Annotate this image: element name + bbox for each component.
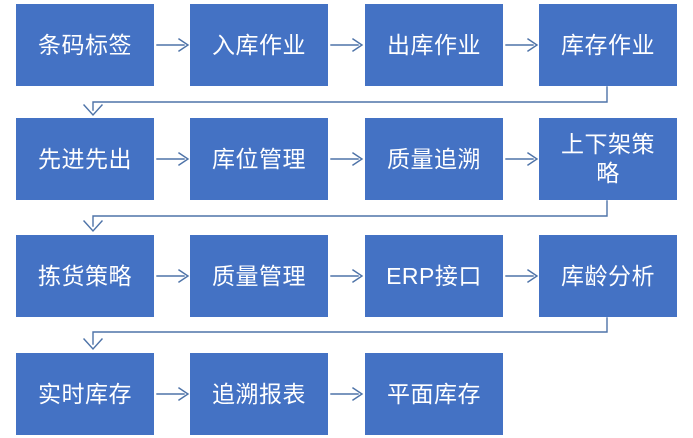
flow-box-putaway-retrieval-strategy: 上下架策 略 — [539, 118, 677, 200]
flow-box-outbound-operations: 出库作业 — [365, 4, 503, 86]
arrow-right-icon — [156, 387, 190, 401]
arrow-down-icon — [83, 104, 103, 117]
flow-box-inventory-aging-analysis: 库龄分析 — [539, 235, 677, 317]
elbow-connector-row1-row2 — [83, 86, 608, 117]
flow-box-realtime-inventory: 实时库存 — [16, 353, 154, 435]
flow-box-label: 先进先出 — [38, 145, 132, 172]
flow-box-picking-strategy: 拣货策略 — [16, 235, 154, 317]
elbow-connector-row2-row3 — [83, 200, 608, 233]
flow-box-traceability-reports: 追溯报表 — [190, 353, 328, 435]
arrow-right-icon — [330, 152, 364, 166]
arrow-right-icon — [505, 38, 539, 52]
flow-box-fifo: 先进先出 — [16, 118, 154, 200]
flow-box-label: 上下架策 略 — [561, 131, 655, 186]
arrow-right-icon — [156, 269, 190, 283]
flow-box-label: 追溯报表 — [212, 380, 306, 407]
flow-box-barcode-label: 条码标签 — [16, 4, 154, 86]
flow-box-erp-interface: ERP接口 — [365, 235, 503, 317]
arrow-right-icon — [330, 269, 364, 283]
flow-box-label: 库存作业 — [561, 31, 655, 58]
flow-box-label: 实时库存 — [38, 380, 132, 407]
flow-box-label: 条码标签 — [38, 31, 132, 58]
arrow-down-icon — [83, 338, 103, 351]
flow-box-label: 库位管理 — [212, 145, 306, 172]
arrow-right-icon — [505, 269, 539, 283]
flow-box-label: 质量追溯 — [387, 145, 481, 172]
arrow-right-icon — [330, 387, 364, 401]
flow-box-label: 平面库存 — [387, 380, 481, 407]
arrow-right-icon — [156, 152, 190, 166]
flow-box-inventory-operations: 库存作业 — [539, 4, 677, 86]
flow-box-label: ERP接口 — [386, 262, 482, 289]
flow-box-label: 拣货策略 — [38, 262, 132, 289]
elbow-connector-row3-row4 — [83, 317, 608, 351]
flow-box-quality-management: 质量管理 — [190, 235, 328, 317]
arrow-right-icon — [505, 152, 539, 166]
arrow-down-icon — [83, 220, 103, 233]
flow-box-inbound-operations: 入库作业 — [190, 4, 328, 86]
flow-box-location-management: 库位管理 — [190, 118, 328, 200]
arrow-right-icon — [156, 38, 190, 52]
flow-box-label: 库龄分析 — [561, 262, 655, 289]
flow-box-label: 出库作业 — [387, 31, 481, 58]
flow-box-quality-traceability: 质量追溯 — [365, 118, 503, 200]
flow-box-flat-inventory: 平面库存 — [365, 353, 503, 435]
arrow-right-icon — [330, 38, 364, 52]
flow-box-label: 质量管理 — [212, 262, 306, 289]
flow-box-label: 入库作业 — [212, 31, 306, 58]
